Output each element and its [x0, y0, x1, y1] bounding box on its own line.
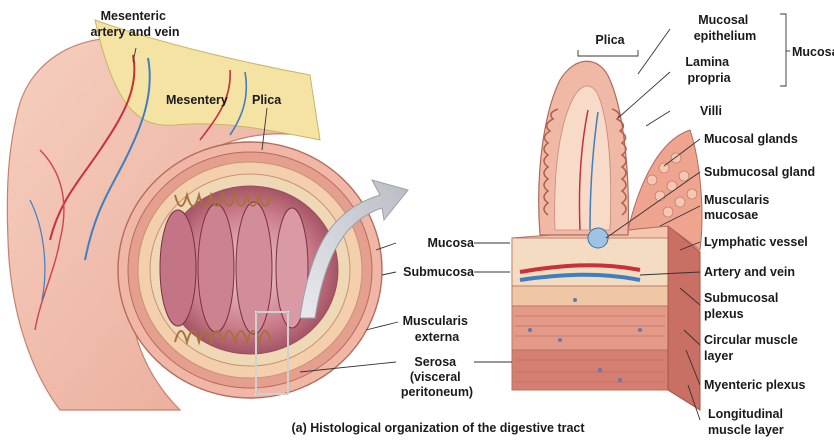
label-lymphatic-vessel: Lymphatic vessel — [704, 235, 808, 249]
label-mucosa-left: Mucosa — [427, 236, 475, 250]
label-muscularis-mucosae: Muscularis mucosae — [704, 193, 773, 222]
label-mucosal-glands: Mucosal glands — [704, 132, 798, 146]
label-lamina-propria: Lamina propria — [685, 55, 732, 85]
label-mucosal-epithelium: Mucosal epithelium — [694, 13, 757, 43]
wall-section-illustration — [512, 61, 702, 410]
figure-caption: (a) Histological organization of the dig… — [291, 421, 585, 435]
label-myenteric-plexus: Myenteric plexus — [704, 378, 805, 392]
label-submucosa: Submucosa — [403, 265, 475, 279]
intestine-illustration — [7, 20, 382, 410]
label-longitudinal-muscle: Longitudinal muscle layer — [708, 407, 786, 437]
label-artery-and-vein: Artery and vein — [704, 265, 795, 279]
label-mesentery: Mesentery — [166, 93, 228, 107]
label-submucosal-plexus: Submucosal plexus — [704, 291, 782, 321]
label-plica-right: Plica — [595, 33, 625, 47]
label-serosa: Serosa (visceral peritoneum) — [401, 355, 473, 399]
label-plica-left: Plica — [252, 93, 282, 107]
label-submucosal-gland: Submucosal gland — [704, 165, 815, 179]
label-villi: Villi — [700, 104, 722, 118]
label-mucosa-bracket: Mucosa — [792, 45, 834, 59]
label-muscularis-externa: Muscularis externa — [403, 314, 472, 344]
label-circular-muscle: Circular muscle layer — [704, 333, 801, 363]
